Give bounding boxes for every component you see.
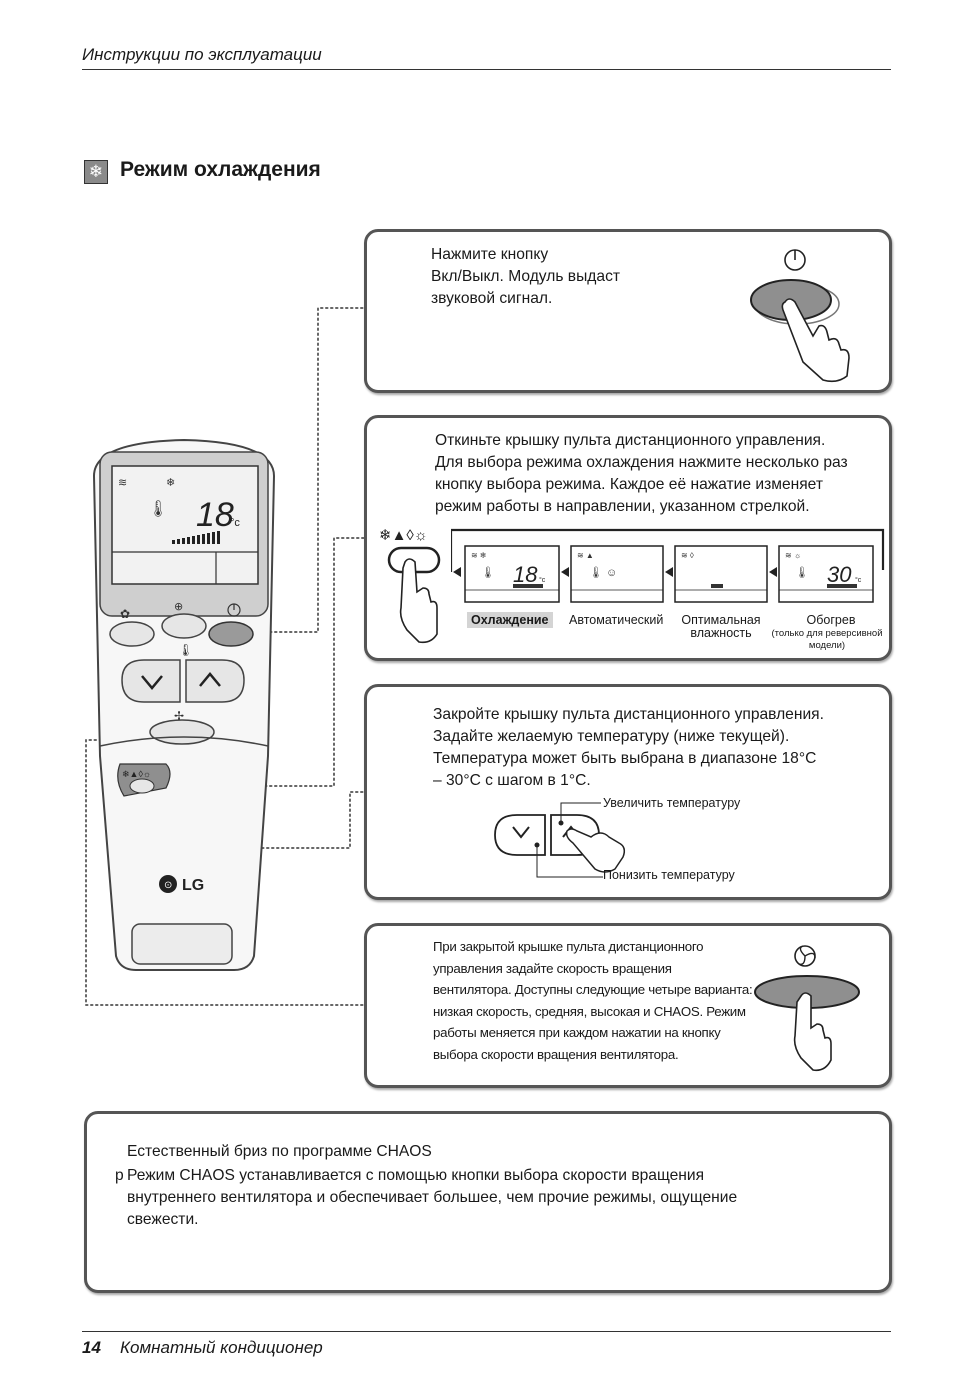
svg-text:🌡: 🌡	[481, 566, 495, 579]
chaos-info-box: Естественный бриз по программе CHAOS p Р…	[84, 1111, 892, 1293]
mode-display-temp-cool: 18	[513, 562, 538, 587]
svg-text:❄▲◊☼: ❄▲◊☼	[122, 769, 151, 779]
step1-text: Нажмите кнопку Вкл/Выкл. Модуль выдаст з…	[431, 246, 621, 307]
temperature-buttons-illustration	[494, 802, 626, 878]
svg-text:❄▲◊☼: ❄▲◊☼	[379, 527, 428, 544]
svg-text:°c: °c	[539, 576, 546, 584]
step3-text: Закройте крышку пульта дистанционного уп…	[433, 706, 824, 789]
step-card-power: Нажмите кнопку Вкл/Выкл. Модуль выдаст з…	[364, 229, 892, 393]
mode-label-auto: Автоматический	[569, 613, 664, 627]
svg-text:✿: ✿	[120, 607, 130, 621]
power-button-press-illustration	[750, 249, 850, 383]
decrease-temperature-label: Понизить температуру	[603, 868, 735, 882]
svg-text:🌡: 🌡	[148, 500, 168, 518]
mode-display-temp-heat: 30	[827, 562, 852, 587]
svg-text:≋ ▲: ≋ ▲	[577, 551, 594, 560]
increase-temperature-label: Увеличить температуру	[603, 796, 741, 810]
mode-label-humidity: Оптимальная влажность	[681, 613, 761, 640]
mode-label-heating-note: (только для реверсивной модели)	[771, 628, 883, 651]
remote-brand-logo: LG	[182, 877, 204, 894]
chaos-bullet-text: Режим CHAOS устанавливается с помощью кн…	[127, 1167, 738, 1228]
header-rule	[82, 69, 891, 70]
svg-text:❄: ❄	[166, 477, 175, 489]
remote-display-unit: °c	[230, 517, 240, 529]
svg-text:≋ ❄: ≋ ❄	[471, 551, 487, 560]
remote-display-temp: 18	[196, 496, 234, 534]
page-header-title: Инструкции по эксплуатации	[82, 45, 322, 64]
svg-text:✢: ✢	[174, 709, 184, 723]
footer-rule	[82, 1331, 891, 1332]
chaos-info-title: Естественный бриз по программе CHAOS	[127, 1143, 432, 1160]
snowflake-icon: ❄	[84, 160, 108, 184]
remote-control-illustration: ≋ ❄ 🌡 18 °c ✿ ⊕ 🌡 ✢ ❄▲◊☼ ⊙ LG	[92, 438, 276, 971]
step-card-fan: При закрытой крышке пульта дистанционног…	[364, 923, 892, 1088]
step4-text: При закрытой крышке пульта дистанционног…	[433, 939, 753, 1062]
svg-text:⊕: ⊕	[174, 601, 183, 613]
svg-text:≋ ◊: ≋ ◊	[681, 551, 694, 560]
svg-text:🌡: 🌡	[178, 643, 193, 657]
step-card-mode: Откиньте крышку пульта дистанционного уп…	[364, 415, 892, 661]
mode-label-heating: Обогрев	[806, 613, 856, 627]
svg-text:°c: °c	[855, 576, 862, 584]
svg-text:🌡 ☺: 🌡 ☺	[589, 566, 617, 579]
step-card-temperature: Закройте крышку пульта дистанционного уп…	[364, 684, 892, 900]
step2-text: Откиньте крышку пульта дистанционного уп…	[435, 432, 848, 515]
page-number: 14	[82, 1338, 101, 1357]
mode-cycle-diagram: ≋ ❄ 🌡 18 °c ≋ ▲ 🌡 ☺ ≋ ◊ ≋ ☼ 🌡 30 °c	[451, 528, 885, 603]
svg-text:≋: ≋	[118, 477, 127, 489]
section-title: Режим охлаждения	[120, 158, 321, 181]
mode-label-cooling: Охлаждение	[467, 612, 553, 628]
svg-text:⊙: ⊙	[164, 880, 172, 891]
mode-button-press-illustration: ❄▲◊☼	[379, 527, 441, 644]
fan-button-press-illustration	[754, 945, 860, 1072]
svg-text:≋ ☼: ≋ ☼	[785, 551, 801, 560]
chaos-bullet-marker: p	[115, 1167, 124, 1184]
svg-text:🌡: 🌡	[795, 566, 809, 579]
footer-title: Комнатный кондиционер	[120, 1338, 323, 1357]
